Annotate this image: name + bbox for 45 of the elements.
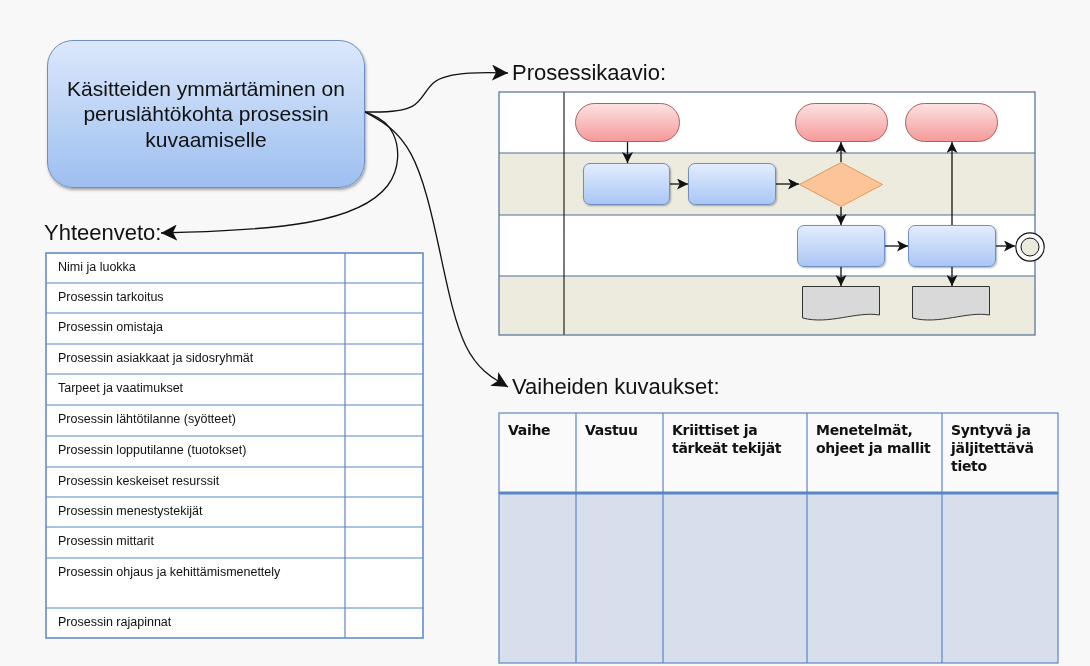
arrow [160, 111, 399, 241]
row-label: Prosessin lopputilanne (tuotokset) [58, 443, 248, 459]
end-event-circle [1015, 232, 1045, 262]
arrow [622, 141, 633, 164]
arrow [835, 141, 847, 163]
section-heading: Prosessikaavio: [508, 58, 667, 88]
row-label: Prosessin lähtötilanne (syötteet) [58, 412, 237, 428]
column-header: Vastuu [585, 421, 639, 440]
section-heading: Yhteenveto: [40, 218, 162, 248]
arrow [884, 240, 909, 252]
concept-box: Käsitteiden ymmärtäminen on peruslähtökohta prosessin kuvaamiselle [47, 40, 365, 188]
row-label: Prosessin rajapinnat [58, 615, 173, 631]
row-label: Prosessin mittarit [58, 534, 155, 550]
process-box [908, 225, 996, 267]
decision-diamond [799, 162, 883, 207]
document-shape [802, 286, 880, 322]
row-label: Prosessin ohjaus ja kehittämismenettely [58, 565, 282, 581]
row-label: Prosessin tarkoitus [58, 290, 165, 306]
arrow [946, 266, 958, 287]
process-box [797, 225, 885, 267]
process-box [688, 163, 776, 205]
terminator-shape [905, 103, 998, 142]
row-label: Prosessin omistaja [58, 320, 164, 336]
arrow [835, 206, 847, 226]
arrow [946, 141, 958, 226]
row-label: Prosessin keskeiset resurssit [58, 474, 221, 490]
row-label: Nimi ja luokka [58, 260, 137, 276]
row-label: Prosessin menestystekijät [58, 504, 204, 520]
document-shape [912, 286, 990, 322]
process-box [583, 163, 670, 205]
column-header: Vaihe [508, 421, 552, 440]
terminator-shape [575, 103, 680, 142]
arrow [995, 240, 1016, 252]
section-heading: Vaiheiden kuvaukset: [508, 372, 720, 402]
arrow [669, 178, 689, 190]
row-label: Tarpeet ja vaatimukset [58, 381, 185, 397]
terminator-shape [795, 103, 888, 142]
arrow [364, 111, 509, 388]
column-header: Kriittiset ja tärkeät tekijät [672, 421, 783, 458]
arrow [775, 178, 800, 190]
arrow [364, 64, 509, 113]
column-header: Syntyvä ja jäljitettävä tieto [951, 421, 1035, 476]
row-label: Prosessin asiakkaat ja sidosryhmät [58, 351, 255, 367]
arrow [835, 266, 847, 287]
column-header: Menetelmät, ohjeet ja mallit [816, 421, 932, 458]
